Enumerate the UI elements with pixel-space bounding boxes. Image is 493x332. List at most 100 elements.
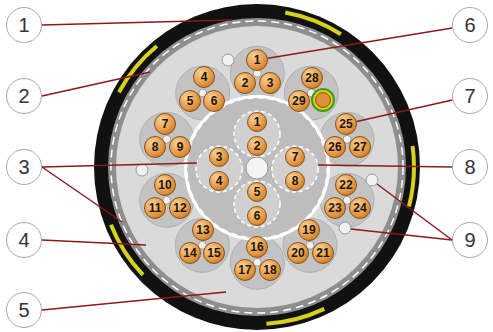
conductor-number: 1 bbox=[254, 53, 261, 67]
conductor-number: 26 bbox=[328, 140, 341, 154]
leader-line bbox=[351, 229, 452, 240]
conductor-number: 6 bbox=[254, 209, 261, 223]
conductor-number: 16 bbox=[250, 240, 263, 254]
conductor: 23 bbox=[324, 197, 346, 219]
conductor: 7 bbox=[285, 147, 305, 167]
conductor: 17 bbox=[234, 259, 256, 281]
conductor-number: 12 bbox=[173, 201, 186, 215]
leader-line bbox=[42, 163, 197, 167]
earth-conductor bbox=[312, 89, 334, 111]
conductor: 12 bbox=[169, 197, 191, 219]
leader-line bbox=[377, 184, 452, 240]
conductor: 16 bbox=[246, 236, 268, 258]
conductor: 6 bbox=[247, 206, 267, 226]
conductor-number: 4 bbox=[216, 174, 223, 188]
conductor: 15 bbox=[203, 242, 225, 264]
conductor-number: 19 bbox=[302, 223, 315, 237]
conductor: 6 bbox=[203, 90, 225, 112]
conductor: 24 bbox=[349, 197, 371, 219]
conductor: 19 bbox=[298, 219, 320, 241]
conductor-number: 2 bbox=[254, 139, 261, 153]
conductor-number: 7 bbox=[292, 150, 299, 164]
callout-circle: 7 bbox=[452, 78, 488, 114]
conductor-number: 15 bbox=[207, 246, 220, 260]
conductor-number: 6 bbox=[211, 94, 218, 108]
conductor: 8 bbox=[285, 171, 305, 191]
callout-circle: 1 bbox=[6, 7, 42, 43]
jacket-stripe bbox=[100, 10, 414, 324]
callout-circle: 9 bbox=[452, 222, 488, 258]
callout-circle: 6 bbox=[452, 7, 488, 43]
conductor-number: 28 bbox=[305, 71, 318, 85]
callout-number: 1 bbox=[18, 14, 29, 37]
conductor: 18 bbox=[259, 259, 281, 281]
leader-line bbox=[318, 165, 452, 167]
callout-number: 8 bbox=[464, 156, 475, 179]
leader-line bbox=[42, 72, 150, 96]
inner-filler bbox=[116, 26, 398, 308]
conductor: 9 bbox=[169, 136, 191, 158]
conductor-number: 25 bbox=[339, 117, 352, 131]
earth-core bbox=[316, 93, 331, 108]
conductor-number: 1 bbox=[254, 115, 261, 129]
conductor: 5 bbox=[247, 182, 267, 202]
conductor: 4 bbox=[209, 171, 229, 191]
leader-line bbox=[42, 167, 122, 222]
conductor-number: 21 bbox=[316, 246, 329, 260]
conductor-number: 5 bbox=[187, 94, 194, 108]
conductor: 13 bbox=[192, 219, 214, 241]
core-ring bbox=[184, 95, 330, 241]
conductor: 1 bbox=[246, 49, 268, 71]
triad-ground bbox=[230, 46, 284, 100]
conductor-number: 17 bbox=[238, 263, 251, 277]
pair-screen bbox=[196, 146, 242, 192]
conductor-number: 24 bbox=[353, 201, 366, 215]
conductor-number: 7 bbox=[162, 117, 169, 131]
leader-line bbox=[268, 28, 452, 58]
fillers bbox=[136, 54, 378, 266]
conductor-number: 22 bbox=[339, 178, 352, 192]
leader-line bbox=[42, 20, 232, 25]
conductor: 28 bbox=[301, 67, 323, 89]
conductor: 8 bbox=[144, 136, 166, 158]
conductor-number: 18 bbox=[263, 263, 276, 277]
filler bbox=[222, 54, 234, 66]
callout-number: 3 bbox=[18, 156, 29, 179]
conductor: 5 bbox=[179, 90, 201, 112]
conductor-number: 27 bbox=[353, 140, 366, 154]
outer-jacket bbox=[94, 4, 420, 330]
conductor: 26 bbox=[324, 136, 346, 158]
conductor: 21 bbox=[312, 242, 334, 264]
conductor: 2 bbox=[234, 72, 256, 94]
pair-screens bbox=[196, 111, 318, 227]
filler bbox=[366, 174, 378, 186]
callout-circle: 8 bbox=[452, 149, 488, 185]
shield-dashes bbox=[111, 21, 403, 313]
shield-ring bbox=[108, 18, 406, 316]
leader-lines bbox=[42, 20, 452, 310]
conductor-number: 20 bbox=[291, 246, 304, 260]
callout-number: 5 bbox=[18, 299, 29, 322]
conductor-number: 5 bbox=[254, 185, 261, 199]
conductor: 27 bbox=[349, 136, 371, 158]
conductor-number: 9 bbox=[177, 140, 184, 154]
filler bbox=[339, 222, 351, 234]
leader-line bbox=[42, 292, 226, 310]
conductor-number: 23 bbox=[328, 201, 341, 215]
conductor: 3 bbox=[209, 147, 229, 167]
pair-screen bbox=[272, 146, 318, 192]
triad-grounds bbox=[140, 46, 374, 289]
callout-circle: 2 bbox=[6, 78, 42, 114]
callout-number: 4 bbox=[18, 229, 29, 252]
triad-ground bbox=[230, 235, 284, 289]
conductor-number: 29 bbox=[292, 94, 305, 108]
conductor: 22 bbox=[335, 174, 357, 196]
conductor: 2 bbox=[247, 136, 267, 156]
conductor: 1 bbox=[247, 112, 267, 132]
leader-line bbox=[42, 240, 146, 245]
filler bbox=[136, 164, 148, 176]
conductor-number: 11 bbox=[149, 201, 162, 215]
conductor: 7 bbox=[154, 113, 176, 135]
